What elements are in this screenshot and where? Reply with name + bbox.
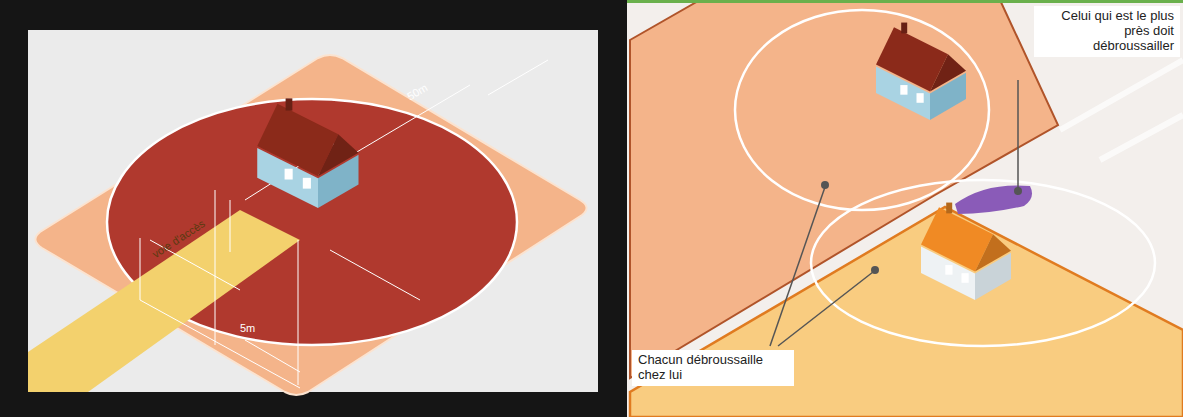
callout-text: Celui qui est le plus près doit débrouss…: [1034, 6, 1180, 57]
dimension-label: 5m: [240, 322, 255, 335]
callout-text: Chacun débroussaille chez lui: [632, 350, 794, 386]
house: [257, 98, 358, 208]
house: [921, 203, 1011, 300]
house: [876, 23, 966, 120]
